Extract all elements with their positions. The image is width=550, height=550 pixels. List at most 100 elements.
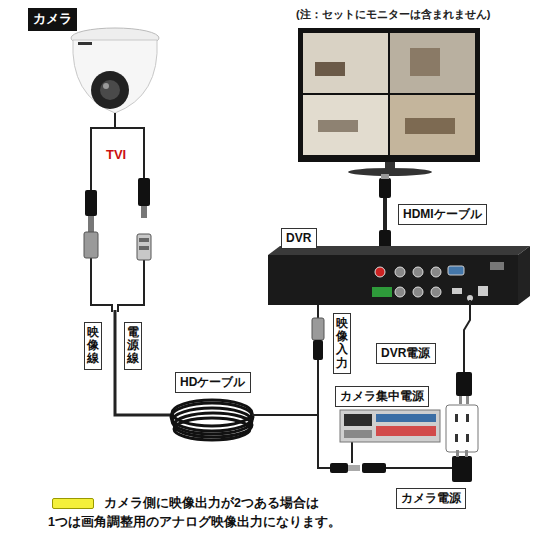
cable-label: HDケーブル xyxy=(175,372,251,393)
drawing-part xyxy=(386,467,452,469)
drawing-part xyxy=(73,40,157,113)
drawing-part xyxy=(448,266,464,275)
label-text: 映像入力 xyxy=(336,317,348,370)
drawing-part xyxy=(388,33,390,155)
signal-name: TVI xyxy=(106,147,126,162)
label-text: DVR xyxy=(286,231,311,246)
drawing-part xyxy=(362,463,386,473)
drawing-part xyxy=(381,174,389,179)
note-text: (注：セットにモニターは含まれません) xyxy=(296,7,490,22)
drawing-part xyxy=(383,198,387,230)
legend-entry: カメラ側に映像出力が2つある場合は 1つは画角調整用のアナログ映像出力になります… xyxy=(48,494,366,533)
drawing-part xyxy=(139,246,149,250)
drawing-part xyxy=(139,238,149,242)
drawing-part xyxy=(466,434,469,442)
drawing-part xyxy=(298,28,480,162)
drawing-part xyxy=(456,372,472,396)
drawing-part xyxy=(84,232,98,258)
central-power-unit xyxy=(340,410,440,442)
cable-label: HDMIケーブル xyxy=(398,204,487,225)
camera-power-adapter xyxy=(452,450,472,482)
drawing-part xyxy=(78,42,92,45)
drawing-part xyxy=(91,258,112,312)
drawing-part xyxy=(372,287,392,297)
drawing-part xyxy=(405,118,455,134)
drawing-part xyxy=(303,33,389,94)
drawing-part xyxy=(91,71,129,109)
hdmi-cable xyxy=(379,174,391,254)
wire-label: 映像線 xyxy=(84,322,102,370)
label-text: カメラ xyxy=(33,11,72,27)
drawing-part xyxy=(389,94,475,155)
drawing-part xyxy=(100,80,120,100)
power-label: DVR電源 xyxy=(376,343,436,364)
legend-text: カメラ側に映像出力が2つある場合は 1つは画角調整用のアナログ映像出力になります… xyxy=(48,494,366,533)
drawing-part xyxy=(466,414,469,422)
drawing-part xyxy=(490,262,504,270)
drawing-part xyxy=(389,33,475,94)
drawing-part xyxy=(88,216,94,232)
drawing-part xyxy=(478,286,488,296)
drawing-part xyxy=(303,94,389,155)
drawing-part xyxy=(318,415,330,468)
drawing-part xyxy=(330,463,348,473)
drawing-part xyxy=(340,410,440,442)
legend-swatch xyxy=(52,498,94,509)
label-text: カメラ集中電源 xyxy=(340,389,424,404)
camera-power-plug xyxy=(330,463,386,473)
dome-camera xyxy=(71,28,159,113)
drawing-part xyxy=(395,267,405,277)
drawing-part xyxy=(464,300,470,372)
drawing-part xyxy=(313,340,323,360)
power-label: カメラ集中電源 xyxy=(335,386,429,407)
drawing-part xyxy=(375,267,385,277)
drawing-part xyxy=(344,430,372,438)
label-text: 電源線 xyxy=(127,326,139,366)
drawing-part xyxy=(351,442,353,463)
camera-cables xyxy=(91,113,172,415)
label-text: HDケーブル xyxy=(180,375,245,390)
drawing-part xyxy=(85,190,97,216)
drawing-part xyxy=(459,396,462,404)
coil-to-dvr-wire xyxy=(252,305,452,468)
drawing-part xyxy=(452,288,462,294)
drawing-part xyxy=(118,260,144,312)
drawing-part xyxy=(268,255,518,305)
drawing-part xyxy=(456,450,459,457)
drawing-part xyxy=(413,287,423,297)
label-text: HDMIケーブル xyxy=(403,207,482,222)
drawing-part xyxy=(137,234,151,260)
video-input-bnc xyxy=(312,318,324,360)
drawing-part xyxy=(348,168,432,176)
wall-outlet xyxy=(446,405,478,452)
wire-label: 電源線 xyxy=(124,322,142,370)
drawing-part xyxy=(379,178,391,198)
drawing-part xyxy=(376,414,436,422)
drawing-part xyxy=(141,206,147,218)
cable-coil xyxy=(171,400,253,440)
drawing-part xyxy=(103,83,109,89)
drawing-part xyxy=(252,360,318,415)
drawing-part xyxy=(317,305,319,318)
drawing-part xyxy=(174,418,250,440)
drawing-part xyxy=(466,396,469,404)
drawing-part xyxy=(344,414,372,426)
drawing-part xyxy=(315,62,345,76)
bnc-connector-pair xyxy=(84,178,151,260)
drawing-part xyxy=(376,426,436,436)
drawing-part xyxy=(465,450,468,457)
drawing-part xyxy=(312,318,324,340)
drawing-part xyxy=(115,310,172,415)
drawing-part xyxy=(455,434,458,442)
device-heading: DVR xyxy=(281,228,317,249)
device-heading: カメラ xyxy=(28,8,77,31)
drawing-part xyxy=(452,456,472,482)
drawing-part xyxy=(318,120,358,132)
drawing-part xyxy=(395,287,405,297)
drawing-part xyxy=(431,287,441,297)
label-text: 映像線 xyxy=(87,326,99,366)
drawing-part xyxy=(303,33,475,155)
drawing-part xyxy=(348,465,360,471)
